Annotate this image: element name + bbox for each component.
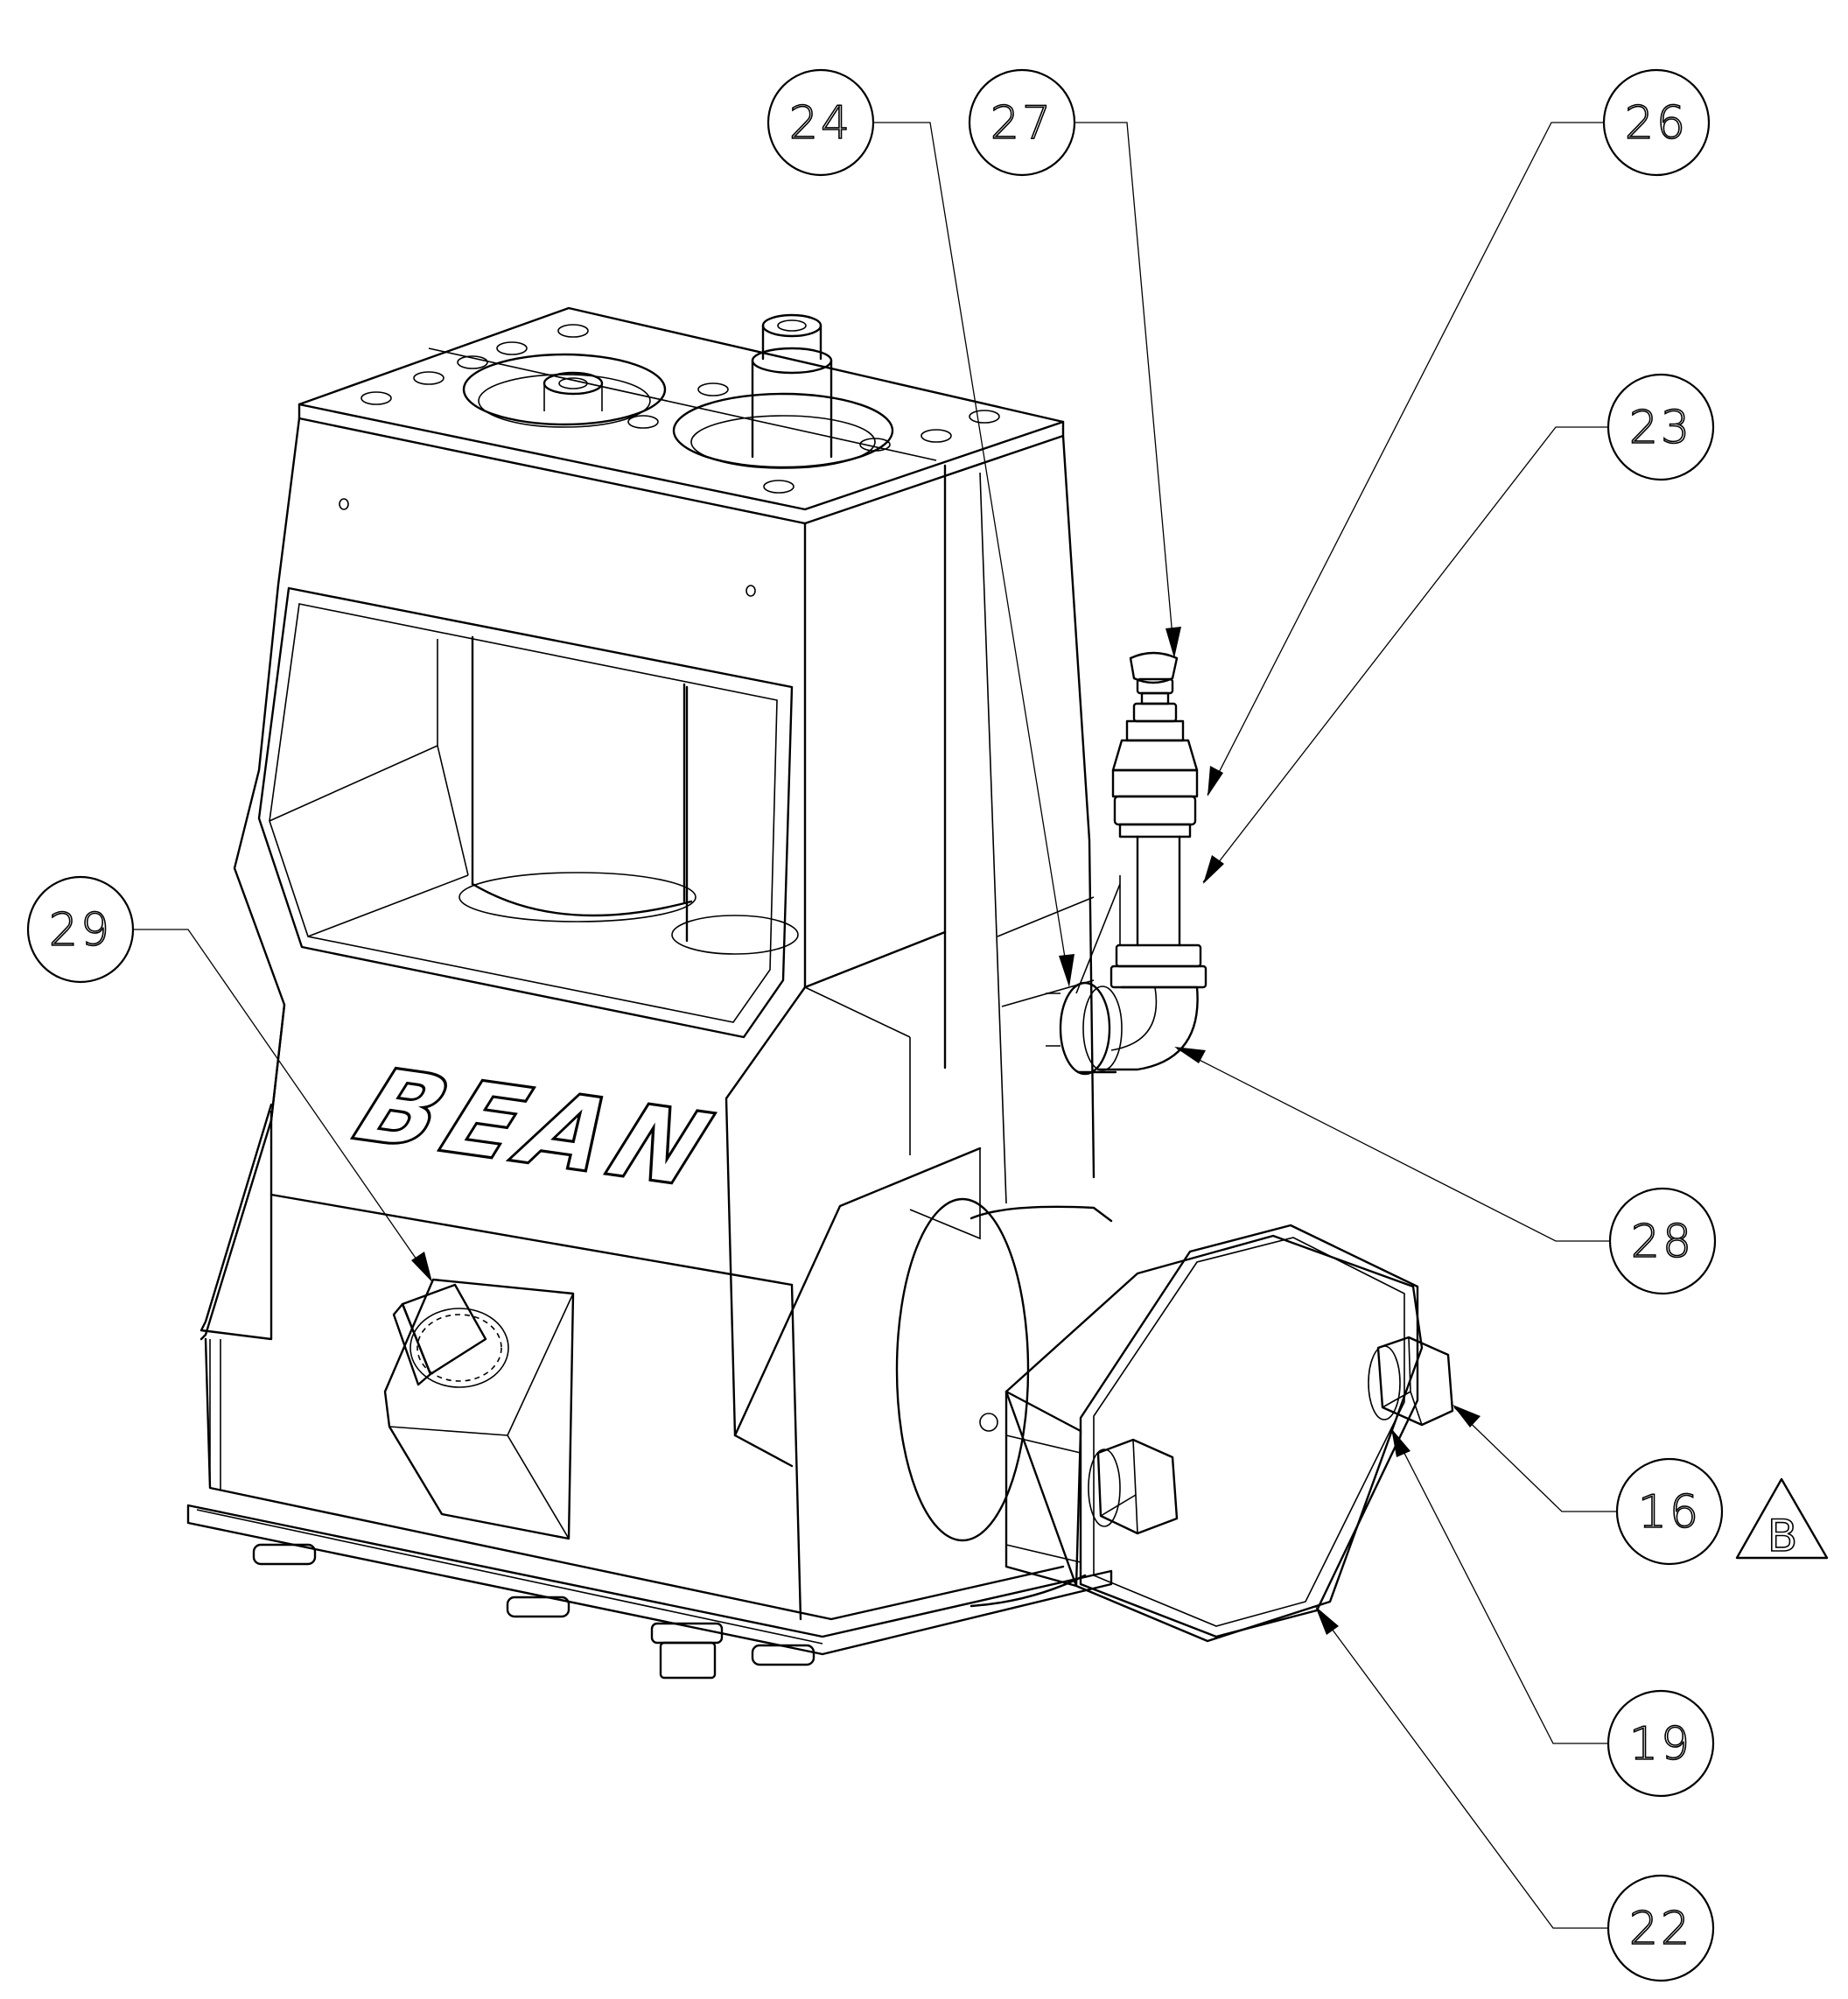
drain-plug-assembly [383,1278,575,1540]
callout-24: 24 [766,68,875,177]
callout-leaders [133,122,1617,1929]
callout-16: 16 [1615,1457,1724,1566]
callout-26: 26 [1602,68,1711,177]
callout-23-label: 23 [1629,402,1692,454]
revision-triangle: B [1735,1477,1829,1562]
callout-19-label: 19 [1629,1718,1692,1771]
callout-22: 22 [1606,1874,1715,1982]
callout-26-label: 26 [1625,97,1688,150]
discharge-fittings [1046,651,1208,1076]
callout-19: 19 [1606,1689,1715,1798]
callout-22-label: 22 [1629,1903,1692,1955]
callout-28: 28 [1608,1187,1717,1295]
pump-body: BEAN [186,306,1454,1680]
revision-marker-label: B [1768,1511,1797,1561]
callout-27: 27 [968,68,1076,177]
callout-27-label: 27 [990,97,1054,150]
callout-16-label: 16 [1638,1486,1701,1539]
callout-23: 23 [1606,373,1715,481]
fluid-end [895,1197,1454,1643]
mounting-feet [252,1543,816,1680]
brand-logo-text: BEAN [340,1047,734,1210]
inspection-window [257,586,799,1039]
callout-24-label: 24 [789,97,852,150]
top-bolt-holes [360,324,1000,494]
callout-28-label: 28 [1631,1216,1694,1268]
callout-29-label: 29 [49,904,112,957]
callout-29: 29 [26,875,135,984]
